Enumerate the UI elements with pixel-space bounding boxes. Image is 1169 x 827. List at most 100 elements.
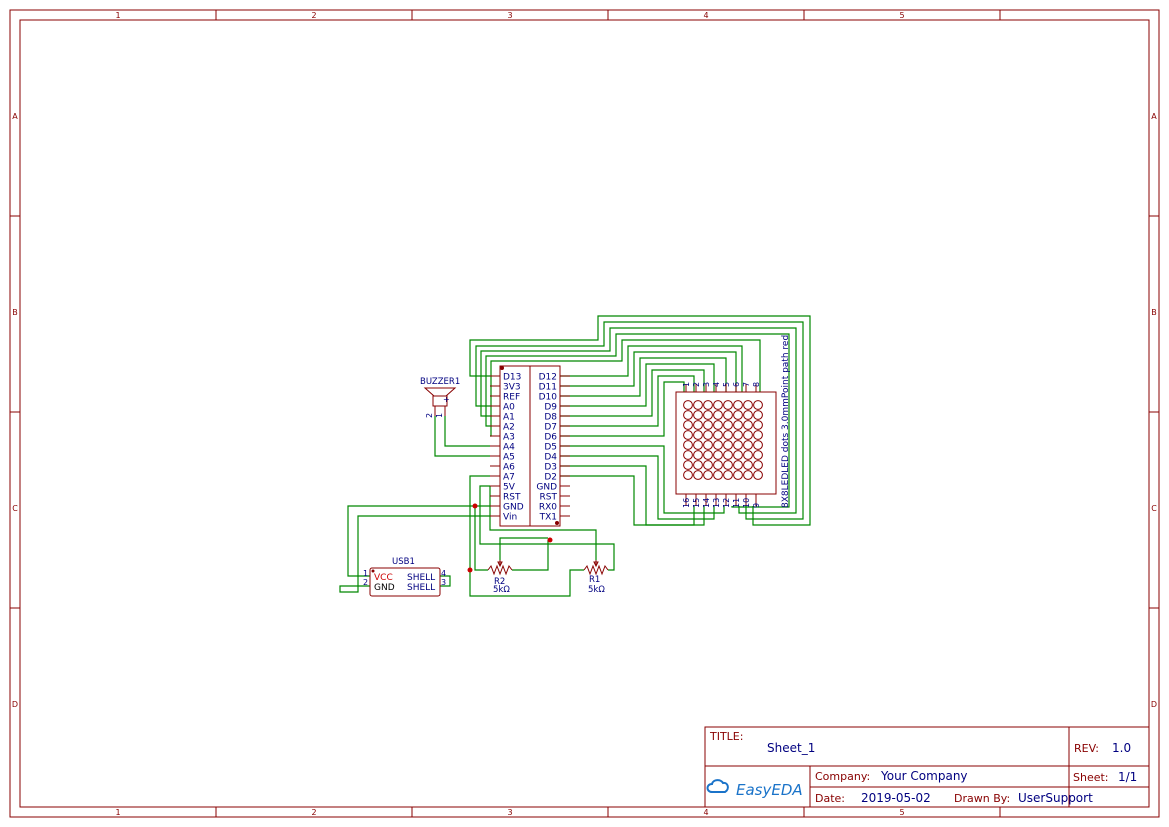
led-dot — [753, 440, 763, 450]
title-label: TITLE: — [709, 730, 743, 743]
led-dot — [683, 420, 693, 430]
led-dot — [713, 450, 723, 460]
mcu-pin-label: A0 — [503, 403, 515, 413]
inner-border — [19, 19, 1150, 808]
resistor-ref: R1 — [589, 575, 600, 585]
resistor-ref: R2 — [494, 577, 505, 587]
col-label: 3 — [507, 808, 512, 817]
mcu-pin-label: D9 — [544, 403, 557, 413]
sheet-value: 1/1 — [1118, 770, 1137, 784]
led-dot — [733, 430, 743, 440]
drawn-by-value: UserSupport — [1018, 791, 1093, 805]
usb-pin: 1 — [363, 569, 368, 578]
col-label: 4 — [703, 11, 708, 20]
outer-border — [9, 9, 1160, 818]
led-dot — [703, 470, 713, 480]
led-dot — [683, 440, 693, 450]
usb-pin: 3 — [441, 578, 446, 587]
led-dot — [733, 440, 743, 450]
logo-text: EasyEDA — [736, 781, 803, 799]
led-dot — [693, 450, 703, 460]
buzzer-ref: BUZZER1 — [420, 377, 460, 387]
led-dot — [683, 400, 693, 410]
resistor-r2[interactable]: R2 5kΩ — [487, 560, 513, 595]
led-dot — [683, 410, 693, 420]
led-dot — [693, 420, 703, 430]
matrix-pin-number: 15 — [692, 498, 701, 508]
mcu-pin-label: RX0 — [539, 503, 557, 513]
usb-pin: 2 — [363, 578, 368, 587]
buzzer[interactable]: BUZZER1 2 1 + — [420, 377, 460, 418]
mcu-pin-label: D7 — [544, 423, 557, 433]
usb-connector[interactable]: USB1 1 2 VCC GND SHELL SHELL 4 3 — [363, 557, 446, 597]
matrix-pin-number: 3 — [702, 382, 711, 387]
led-dot — [753, 470, 763, 480]
mcu-pin-label: A7 — [503, 473, 515, 483]
mcu-pin-label: 3V3 — [503, 383, 521, 393]
matrix-pin-number: 12 — [722, 498, 731, 508]
junctions — [467, 503, 553, 573]
matrix-pin-number: 5 — [722, 382, 731, 387]
led-dot — [753, 400, 763, 410]
led-dot — [693, 440, 703, 450]
company-value: Your Company — [880, 769, 968, 783]
row-label: D — [1151, 700, 1157, 709]
resistor-icon — [583, 564, 609, 576]
drawn-by-label: Drawn By: — [954, 792, 1010, 805]
usb-label-vcc: VCC — [374, 573, 393, 583]
resistor-value: 5kΩ — [588, 585, 605, 595]
led-dot — [743, 410, 753, 420]
matrix-pin-number: 11 — [732, 498, 741, 508]
led-dot — [713, 440, 723, 450]
led-dot — [693, 470, 703, 480]
resistor-r1[interactable]: R1 5kΩ — [583, 560, 609, 595]
mcu-pin-label: RST — [540, 493, 558, 503]
matrix-pin-number: 14 — [702, 498, 711, 508]
date-label: Date: — [815, 792, 845, 805]
matrix-pin-number: 1 — [682, 382, 691, 387]
led-dot — [733, 470, 743, 480]
mcu-pin-label: RST — [503, 493, 521, 503]
led-dot — [723, 410, 733, 420]
usb-pin: 4 — [441, 569, 446, 578]
led-dot — [703, 420, 713, 430]
led-dot — [693, 460, 703, 470]
led-dot — [743, 450, 753, 460]
mcu-pin-label: D4 — [544, 453, 557, 463]
matrix-pin-number: 8 — [752, 382, 761, 387]
col-label: 4 — [703, 808, 708, 817]
led-dot — [713, 420, 723, 430]
mcu-pin-label: A2 — [503, 423, 515, 433]
matrix-pin-number: 10 — [742, 498, 751, 508]
matrix-pin-number: 4 — [712, 382, 721, 387]
col-label: 2 — [311, 808, 316, 817]
usb-label-gnd: GND — [374, 583, 395, 593]
row-label: C — [1151, 504, 1157, 513]
led-dot — [733, 460, 743, 470]
matrix-pin-number: 7 — [742, 382, 751, 387]
led-dot — [743, 430, 753, 440]
resistor-value: 5kΩ — [493, 585, 510, 595]
led-dot — [753, 410, 763, 420]
led-dot — [683, 470, 693, 480]
wires — [339, 315, 811, 597]
led-dot — [683, 460, 693, 470]
led-dot — [703, 400, 713, 410]
row-label: A — [12, 112, 18, 121]
buzzer-pin-2: 2 — [425, 413, 434, 418]
led-dot — [723, 430, 733, 440]
col-label: 1 — [115, 11, 120, 20]
title-value: Sheet_1 — [767, 741, 815, 755]
mcu-pin-label: D10 — [539, 393, 558, 403]
mcu-pin-label: D13 — [503, 373, 521, 383]
mcu-pin-label: A5 — [503, 453, 515, 463]
matrix-pin-number: 2 — [692, 382, 701, 387]
mcu-pin-label: REF — [503, 393, 520, 403]
mcu-pin-label: D12 — [539, 373, 557, 383]
led-dot — [723, 440, 733, 450]
